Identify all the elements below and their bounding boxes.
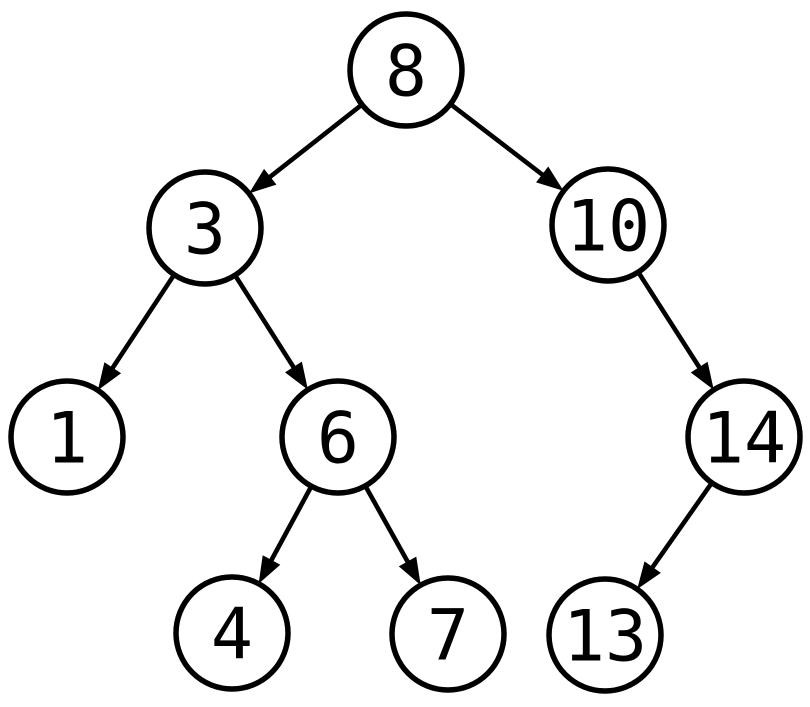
tree-node-circle-1 — [8, 378, 126, 496]
edge-line-3-6 — [233, 274, 298, 372]
edge-line-6-4 — [267, 485, 314, 565]
tree-node-label-8: 8 — [385, 31, 427, 113]
edge-arrowhead-3-6 — [285, 361, 308, 390]
edge-arrowhead-14-13 — [637, 561, 661, 590]
tree-node-label-10: 10 — [566, 186, 650, 268]
edge-line-3-1 — [108, 273, 177, 373]
tree-node-circle-10 — [549, 166, 667, 284]
edge-3-1 — [97, 273, 177, 391]
edge-14-13 — [637, 481, 714, 590]
edge-line-14-13 — [648, 481, 714, 572]
tree-node-circle-8 — [347, 11, 465, 129]
tree-node-10: 10 — [549, 166, 667, 284]
edge-3-6 — [233, 274, 308, 390]
edge-arrowhead-8-3 — [249, 168, 277, 194]
tree-node-circle-6 — [279, 378, 397, 496]
tree-node-3: 3 — [146, 169, 264, 287]
edge-arrowhead-10-14 — [690, 361, 714, 390]
tree-node-label-7: 7 — [427, 595, 469, 677]
tree-node-circle-14 — [685, 378, 803, 496]
tree-node-label-1: 1 — [46, 398, 88, 480]
edge-line-6-7 — [363, 484, 412, 567]
tree-node-circle-13 — [546, 576, 664, 694]
edge-line-10-14 — [636, 270, 704, 372]
tree-node-label-14: 14 — [702, 398, 786, 480]
tree-node-4: 4 — [173, 574, 291, 692]
edge-arrowhead-6-4 — [258, 555, 281, 584]
tree-node-circle-4 — [173, 574, 291, 692]
tree-node-14: 14 — [685, 378, 803, 496]
tree-node-label-13: 13 — [563, 596, 647, 678]
edge-arrowhead-8-10 — [536, 166, 564, 191]
edge-arrowhead-3-1 — [97, 362, 122, 391]
tree-node-1: 1 — [8, 378, 126, 496]
edge-8-3 — [249, 102, 364, 194]
edge-8-10 — [449, 102, 564, 191]
tree-node-8: 8 — [347, 11, 465, 129]
edge-arrowhead-6-7 — [398, 556, 421, 586]
tree-node-circle-7 — [389, 575, 507, 693]
tree-node-circle-3 — [146, 169, 264, 287]
tree-node-label-6: 6 — [317, 398, 359, 480]
edge-line-8-10 — [449, 102, 547, 179]
edge-line-8-3 — [265, 102, 364, 181]
tree-node-label-4: 4 — [211, 594, 253, 676]
edge-6-4 — [258, 485, 314, 584]
edge-6-7 — [363, 484, 421, 586]
tree-node-6: 6 — [279, 378, 397, 496]
edge-10-14 — [636, 270, 714, 390]
tree-node-7: 7 — [389, 575, 507, 693]
tree-node-label-3: 3 — [184, 189, 226, 271]
tree-node-13: 13 — [546, 576, 664, 694]
